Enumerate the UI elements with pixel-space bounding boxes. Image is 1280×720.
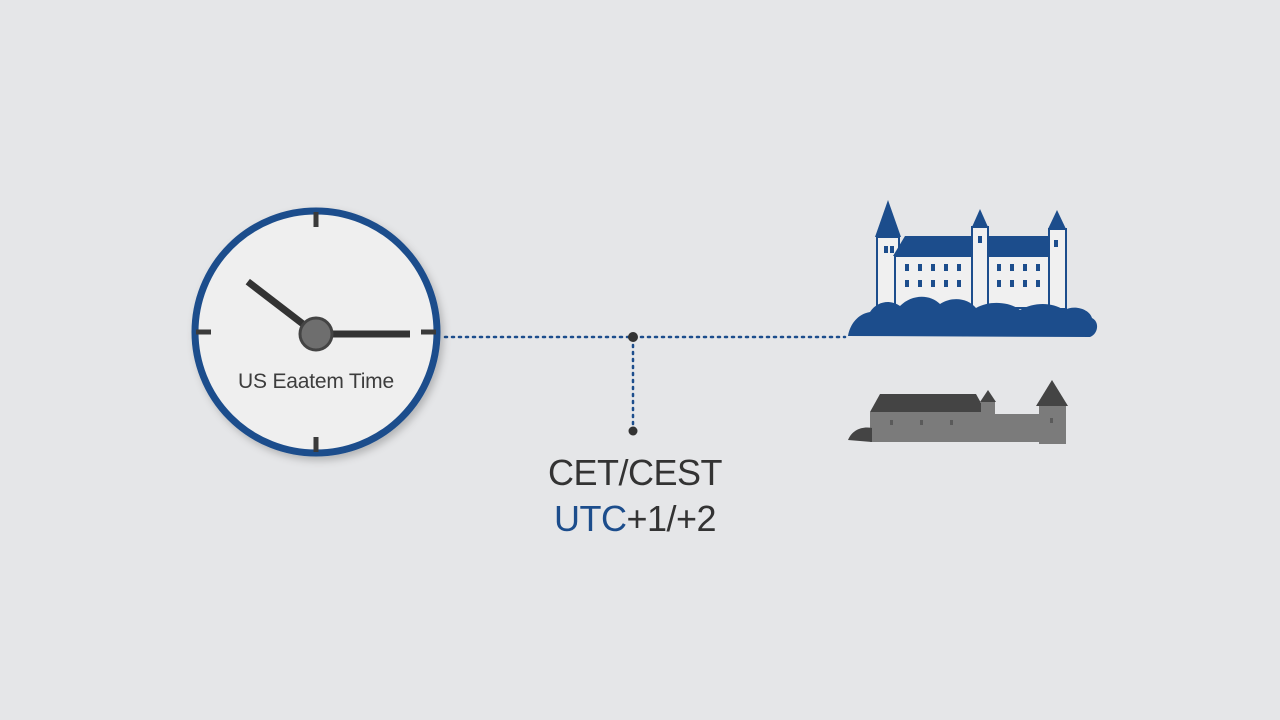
castle-icon [848, 200, 1098, 337]
offset-value: +1/+2 [626, 498, 717, 539]
clock-center [298, 316, 334, 352]
fortress-icon [848, 380, 1068, 444]
timezone-name: CET/CEST [547, 452, 723, 493]
fortress-main-roof [870, 394, 986, 412]
timezone-offset: UTC+1/+2 [520, 498, 750, 540]
fortress-tall-tower [1039, 406, 1066, 444]
fortress-small-tower [981, 402, 995, 442]
junction-dot [628, 332, 638, 342]
connector-lines [443, 332, 847, 436]
clock-icon [191, 207, 441, 457]
fortress-windows [890, 418, 1053, 425]
right-tower-roof [1048, 210, 1066, 229]
endpoint-dot [628, 426, 638, 436]
utc-prefix: UTC [553, 498, 627, 539]
middle-tower-roof [972, 209, 988, 227]
fortress-curtain-wall [995, 414, 1039, 442]
fortress-small-tower-roof [980, 390, 996, 402]
fortress-tall-tower-roof [1036, 380, 1068, 406]
left-tower-roof [875, 200, 901, 237]
fortress-main-wall [870, 412, 986, 442]
castle-hill [848, 296, 1098, 337]
clock-label: US Eaatem Time [238, 370, 394, 393]
castle-windows [884, 236, 1058, 287]
clock-ticks [196, 212, 436, 452]
fortress-ground [848, 427, 872, 442]
